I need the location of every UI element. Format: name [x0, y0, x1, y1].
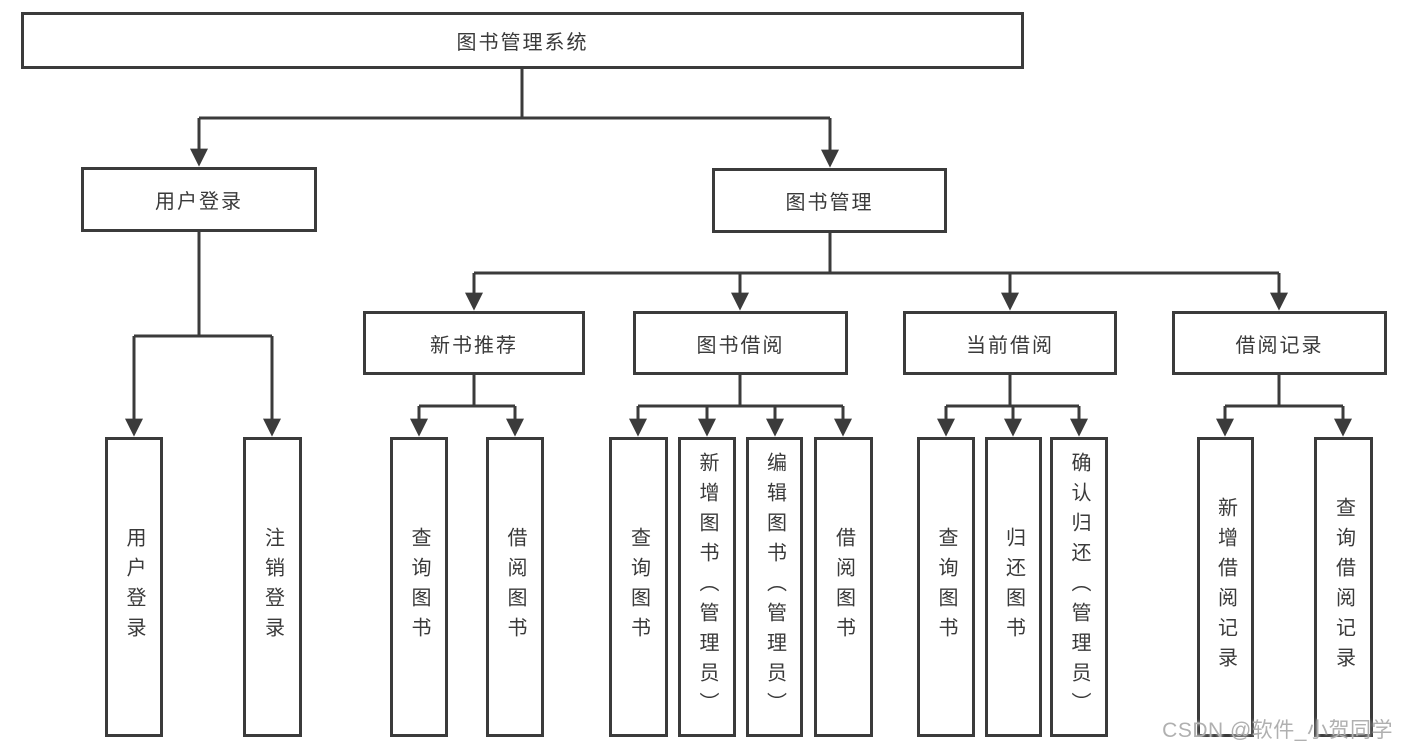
node-user-login: 用户登录 — [81, 167, 317, 232]
leaf-query-books-current-label: 查询图书 — [935, 527, 957, 647]
node-new-book-recommendation: 新书推荐 — [363, 311, 585, 375]
leaf-query-books-recommend: 查询图书 — [390, 437, 448, 737]
node-root: 图书管理系统 — [21, 12, 1024, 69]
leaf-return-books: 归还图书 — [985, 437, 1042, 737]
leaf-logout-login: 注销登录 — [243, 437, 302, 737]
node-book-borrowing: 图书借阅 — [633, 311, 848, 375]
leaf-query-books-borrowing-label: 查询图书 — [627, 527, 650, 647]
leaf-confirm-return-admin: 确认归还（管理员） — [1050, 437, 1108, 737]
leaf-query-books-borrowing: 查询图书 — [609, 437, 668, 737]
csdn-watermark: CSDN @软件_小贺同学 — [1162, 719, 1393, 742]
leaf-add-borrow-record: 新增借阅记录 — [1197, 437, 1254, 737]
leaf-query-books-current: 查询图书 — [917, 437, 975, 737]
leaf-query-borrow-record: 查询借阅记录 — [1314, 437, 1373, 737]
leaf-borrow-books-borrowing: 借阅图书 — [814, 437, 873, 737]
node-new-book-recommendation-label: 新书推荐 — [430, 334, 518, 357]
leaf-query-borrow-record-label: 查询借阅记录 — [1332, 497, 1355, 677]
leaf-add-borrow-record-label: 新增借阅记录 — [1214, 497, 1237, 677]
leaf-query-books-recommend-label: 查询图书 — [408, 527, 430, 647]
leaf-borrow-books-borrowing-label: 借阅图书 — [832, 527, 855, 647]
node-borrowing-records: 借阅记录 — [1172, 311, 1387, 375]
leaf-edit-books-admin-label: 编辑图书（管理员） — [763, 452, 786, 722]
leaf-logout-login-label: 注销登录 — [261, 527, 284, 647]
leaf-return-books-label: 归还图书 — [1002, 527, 1025, 647]
leaf-confirm-return-admin-label: 确认归还（管理员） — [1068, 452, 1090, 722]
leaf-borrow-books-recommend: 借阅图书 — [486, 437, 544, 737]
node-book-borrowing-label: 图书借阅 — [696, 334, 785, 357]
node-root-label: 图书管理系统 — [456, 32, 589, 54]
leaf-user-login-label: 用户登录 — [123, 527, 145, 647]
leaf-borrow-books-recommend-label: 借阅图书 — [504, 527, 526, 647]
node-current-borrowing: 当前借阅 — [903, 311, 1117, 375]
node-user-login-label: 用户登录 — [155, 191, 243, 213]
leaf-add-books-admin-label: 新增图书（管理员） — [696, 452, 718, 722]
node-current-borrowing-label: 当前借阅 — [966, 334, 1054, 357]
leaf-add-books-admin: 新增图书（管理员） — [678, 437, 736, 737]
leaf-user-login: 用户登录 — [105, 437, 163, 737]
node-book-management-label: 图书管理 — [785, 192, 874, 214]
leaf-edit-books-admin: 编辑图书（管理员） — [746, 437, 803, 737]
node-borrowing-records-label: 借阅记录 — [1235, 334, 1324, 357]
node-book-management: 图书管理 — [712, 168, 947, 233]
